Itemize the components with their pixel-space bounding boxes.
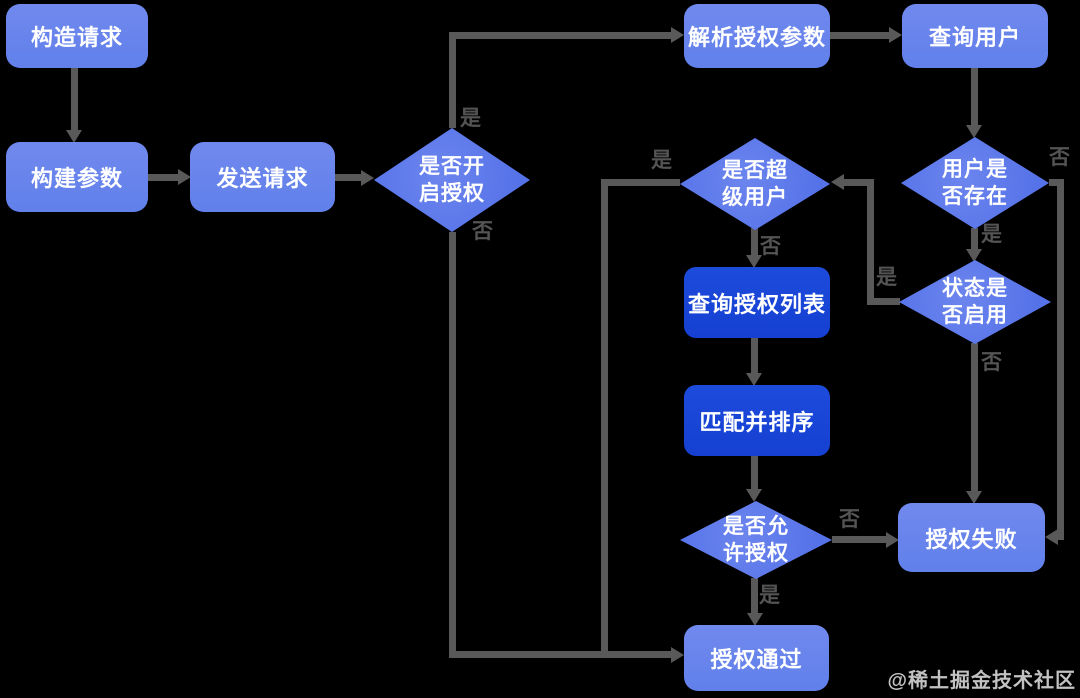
arrowhead — [746, 255, 762, 268]
arrowhead — [966, 125, 982, 138]
edge-label-super-user-yes: 是 — [651, 149, 672, 172]
arrowhead — [886, 532, 899, 548]
node-label: 解析授权参数 — [687, 25, 826, 50]
arrowhead — [747, 613, 763, 626]
arrowhead — [831, 174, 844, 190]
arrowhead — [671, 27, 684, 43]
node-match-and-sort: 匹配并排序 — [684, 385, 830, 456]
node-label: 授权通过 — [710, 647, 803, 672]
decision-auth-enabled: 是否开 启授权 — [374, 128, 530, 232]
edge-super-user-no-vertical — [751, 228, 758, 256]
node-parse-auth-params: 解析授权参数 — [684, 4, 830, 68]
node-auth-pass: 授权通过 — [684, 625, 829, 691]
edge-label-user-exists-yes: 是 — [981, 223, 1002, 246]
arrowhead — [66, 130, 82, 143]
node-label: 构造请求 — [30, 25, 123, 50]
arrowhead — [966, 491, 982, 504]
edge-label-status-enabled-yes: 是 — [876, 266, 897, 289]
edge-label-allow-auth-yes: 是 — [759, 584, 780, 607]
edge-authlist-to-match — [751, 338, 758, 374]
edge-user-exists-no-h2 — [1053, 533, 1064, 540]
edge-build-request-to-build-params — [71, 68, 78, 134]
decision-allow-auth: 是否允 许授权 — [680, 501, 832, 579]
edge-label-allow-auth-no: 否 — [839, 508, 860, 531]
edge-label-auth-enabled-yes: 是 — [460, 107, 481, 130]
decision-status-enabled: 状态是 否启用 — [899, 260, 1051, 344]
arrowhead — [178, 169, 191, 185]
edge-status-enabled-yes-vertical — [867, 179, 874, 305]
edge-status-enabled-yes-h1 — [874, 298, 900, 305]
arrowhead — [966, 249, 982, 262]
arrowhead — [1045, 529, 1058, 545]
edge-allow-no-horizontal — [832, 536, 888, 543]
edge-label-user-exists-no: 否 — [1049, 146, 1070, 169]
edge-send-request-to-auth-enabled — [335, 174, 363, 181]
edge-auth-enabled-yes-vertical — [449, 32, 456, 128]
watermark: @稀土掘金技术社区 — [887, 670, 1076, 692]
node-label: 发送请求 — [216, 166, 309, 191]
node-query-user: 查询用户 — [902, 4, 1048, 68]
edge-auth-enabled-no-vertical — [449, 232, 456, 658]
edge-super-user-yes-horizontal — [601, 179, 680, 186]
arrowhead — [361, 170, 374, 186]
node-build-params: 构建参数 — [6, 142, 148, 212]
node-query-auth-list: 查询授权列表 — [684, 267, 830, 338]
node-label: 构建参数 — [30, 166, 123, 191]
arrowhead — [671, 647, 684, 663]
edge-label-auth-enabled-no: 否 — [472, 220, 493, 243]
arrowhead — [889, 27, 902, 43]
node-auth-fail: 授权失败 — [898, 503, 1045, 572]
edge-status-enabled-yes-h2 — [843, 179, 874, 186]
edge-match-to-allow — [751, 456, 758, 490]
edge-bottom-merge-horizontal — [449, 651, 672, 658]
node-label: 授权失败 — [925, 526, 1018, 552]
edge-query-user-to-user-exists — [971, 68, 978, 126]
node-label: 查询用户 — [928, 25, 1021, 50]
edge-user-exists-no-h1 — [1049, 179, 1064, 186]
node-label: 查询授权列表 — [687, 291, 826, 317]
edge-label-status-enabled-no: 否 — [981, 351, 1002, 374]
node-send-request: 发送请求 — [190, 142, 335, 212]
arrowhead — [746, 373, 762, 386]
node-label: 匹配并排序 — [699, 409, 815, 435]
edge-label-super-user-no: 否 — [760, 235, 781, 258]
edge-super-user-yes-vertical — [601, 179, 608, 658]
node-build-request: 构造请求 — [6, 4, 148, 68]
decision-super-user: 是否超 级用户 — [680, 138, 830, 230]
edge-user-exists-no-vertical — [1057, 179, 1064, 540]
edge-parse-to-query-user — [830, 32, 890, 39]
decision-user-exists: 用户是 否存在 — [901, 137, 1049, 229]
edge-user-exists-yes — [971, 228, 978, 250]
arrowhead — [746, 489, 762, 502]
edge-build-params-to-send-request — [148, 174, 180, 181]
edge-status-enabled-no-vertical — [971, 343, 978, 493]
edge-auth-enabled-yes-horizontal — [452, 32, 672, 39]
edge-allow-yes-vertical — [751, 578, 758, 614]
